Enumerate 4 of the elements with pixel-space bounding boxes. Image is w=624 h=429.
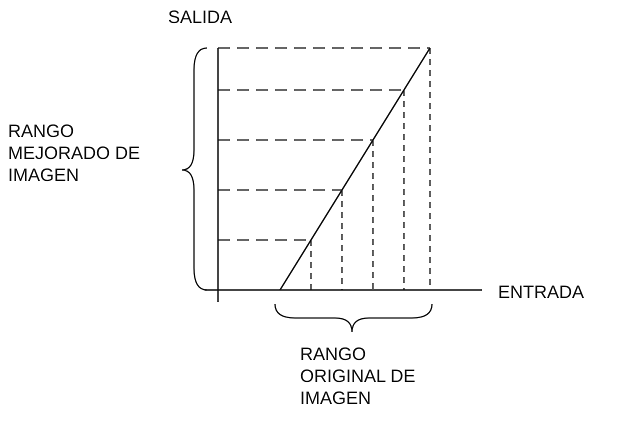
axis-label: RANGO MEJORADO DE IMAGEN: [8, 120, 142, 186]
axis-label: SALIDA: [168, 6, 234, 28]
axis-label: ENTRADA: [498, 281, 586, 303]
axis-label: RANGO ORIGINAL DE IMAGEN: [300, 343, 416, 409]
